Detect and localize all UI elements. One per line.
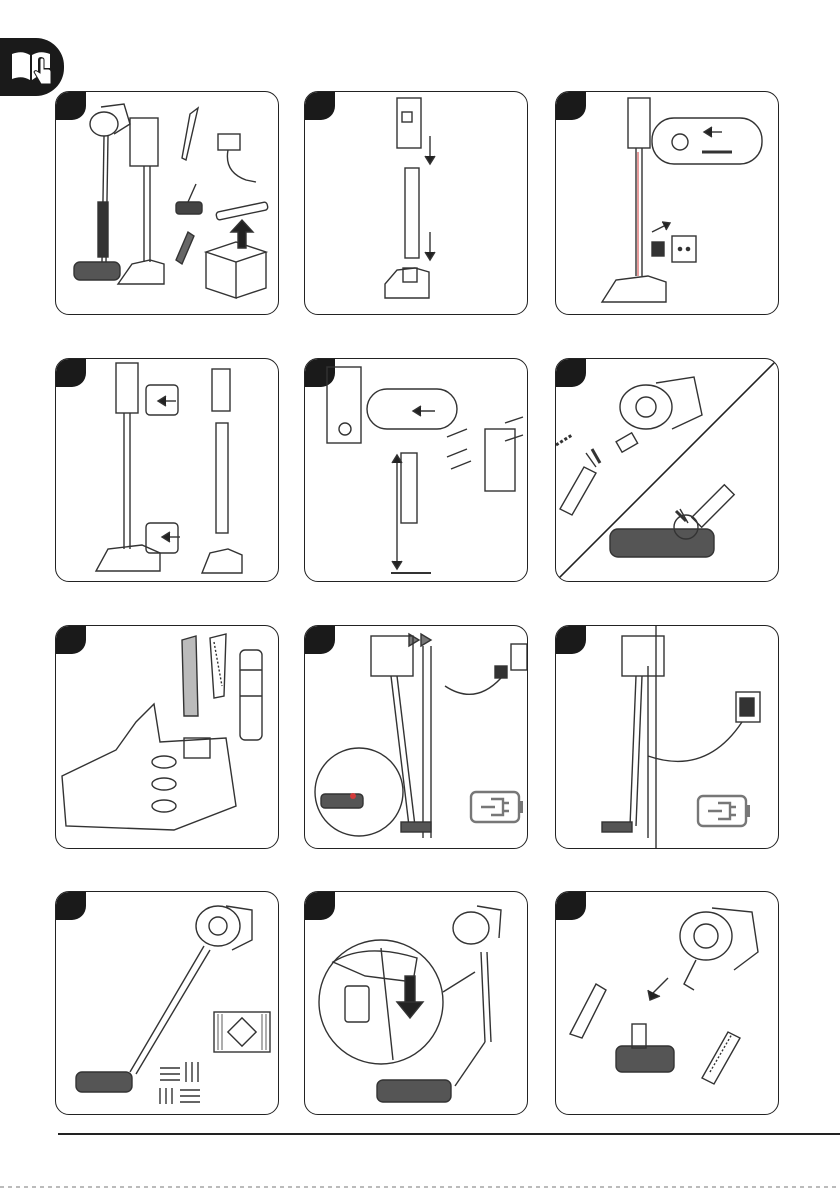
stand-tube-icon <box>405 168 419 258</box>
step-panel-1 <box>55 91 279 315</box>
height-arrow-icon <box>391 455 431 573</box>
brush-tool-icon <box>176 232 194 264</box>
step-panel-5 <box>304 358 528 582</box>
vacuum-on-stand-icon <box>602 626 664 848</box>
cable-icon <box>445 678 501 694</box>
battery-charging-icon <box>471 792 523 822</box>
assembled-stand-icon <box>602 98 666 302</box>
vacuum-body-icon <box>616 377 702 452</box>
step-panel-8 <box>304 625 528 849</box>
crevice-tool-icon <box>182 108 198 160</box>
mini-brush-icon <box>616 1024 674 1072</box>
hard-floor-icon <box>160 1062 200 1104</box>
wall-charger-icon <box>736 692 760 722</box>
brush-tool-icon <box>702 1032 740 1084</box>
stick-vacuum-icon <box>76 906 252 1092</box>
tube-connect-icon <box>556 435 600 515</box>
step-panel-3 <box>555 91 779 315</box>
handheld-vacuum-icon <box>680 908 758 990</box>
cable-route-zoom-icon <box>652 118 762 164</box>
dusting-brush-icon <box>210 634 226 698</box>
step-panel-12 <box>555 891 779 1115</box>
arrow-down-icon <box>648 978 668 1000</box>
arrow-down-icon <box>425 136 435 260</box>
mini-brush-icon <box>176 184 202 214</box>
filter-icon <box>240 650 262 740</box>
wall-socket-icon <box>495 644 527 678</box>
crevice-tool-icon <box>570 984 606 1038</box>
floor-head-icon <box>610 509 714 557</box>
charger-icon <box>218 134 256 182</box>
crevice-tool-icon <box>182 636 198 716</box>
stand-parts-icon <box>202 369 242 573</box>
carpet-icon <box>214 1012 270 1052</box>
unbox-icon <box>206 220 266 298</box>
wall-socket-icon <box>672 236 696 262</box>
footer-rule <box>58 1133 840 1135</box>
stick-vacuum-icon <box>74 104 130 280</box>
stick-vacuum-icon <box>377 906 501 1102</box>
battery-charging-icon <box>698 796 750 826</box>
screws-icon <box>447 429 471 469</box>
manual-touch-icon <box>0 38 64 96</box>
step-panel-11 <box>304 891 528 1115</box>
wall-bracket-icon <box>327 367 457 523</box>
step-panel-7 <box>55 625 279 849</box>
adapter-icon <box>652 222 670 256</box>
accessory-base-icon <box>62 704 236 830</box>
stand-assembled-icon <box>96 363 160 571</box>
arrow-down-icon <box>397 976 423 1018</box>
step-panel-10 <box>55 891 279 1115</box>
clip-zoom-icon <box>146 385 180 553</box>
release-button-zoom-icon <box>319 940 443 1064</box>
step-panel-4 <box>55 358 279 582</box>
extension-tube-icon <box>216 202 269 221</box>
stand-top-icon <box>397 98 421 148</box>
extension-tube-icon <box>692 485 734 527</box>
docking-stand-icon <box>118 118 164 284</box>
step-panel-6 <box>555 358 779 582</box>
page-edge-strip <box>0 1186 840 1188</box>
stand-base-icon <box>385 268 429 298</box>
dock-zoom-icon <box>315 748 403 836</box>
step-panel-2 <box>304 91 528 315</box>
cable-icon <box>648 722 742 761</box>
step-panel-9 <box>555 625 779 849</box>
zoom-leader-icon <box>443 972 475 992</box>
bracket-side-icon <box>485 429 515 491</box>
vacuum-on-stand-icon <box>371 636 431 838</box>
